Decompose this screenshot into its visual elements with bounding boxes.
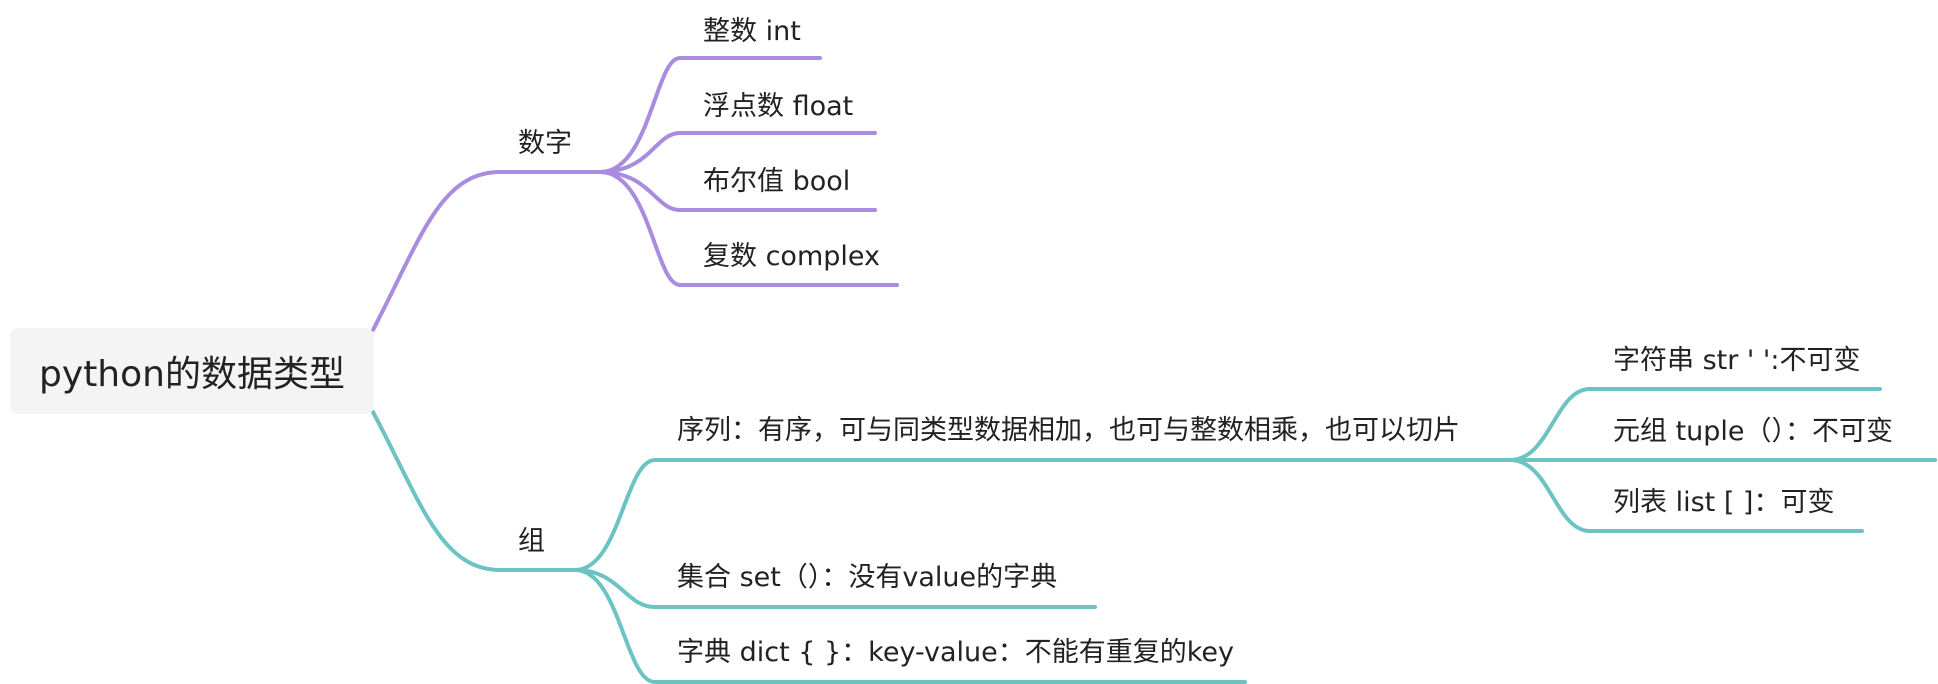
groups-to-set-line (573, 568, 1097, 609)
numbers-to-bool-line (598, 170, 877, 212)
node-list[interactable]: 列表 list [ ]：可变 (1613, 487, 1835, 518)
groups-to-dict-line (573, 568, 1247, 684)
groups-connectors (371, 387, 1937, 684)
node-float[interactable]: 浮点数 float (703, 91, 854, 122)
numbers-to-int-line (598, 56, 822, 174)
root-topic[interactable]: python的数据类型 (10, 328, 374, 414)
root-to-numbers-line (371, 170, 602, 332)
node-tuple[interactable]: 元组 tuple（）：不可变 (1613, 416, 1894, 447)
root-to-groups-line (371, 410, 577, 572)
node-complex[interactable]: 复数 complex (703, 241, 881, 272)
groups-to-sequence-line (573, 458, 1512, 572)
numbers-connectors (371, 56, 899, 332)
sequence-to-list-line (1508, 458, 1864, 533)
node-int[interactable]: 整数 int (703, 16, 801, 47)
node-dict[interactable]: 字典 dict { }：key-value：不能有重复的key (677, 637, 1234, 668)
node-sequence[interactable]: 序列：有序，可与同类型数据相加，也可与整数相乘，也可以切片 (677, 415, 1460, 446)
numbers-to-complex-line (598, 170, 899, 287)
node-str[interactable]: 字符串 str ' ':不可变 (1613, 345, 1861, 376)
numbers-to-float-line (598, 131, 877, 174)
branch-numbers[interactable]: 数字 (518, 128, 572, 159)
node-set[interactable]: 集合 set（）：没有value的字典 (677, 562, 1058, 593)
root-topic-label: python的数据类型 (39, 354, 345, 395)
branch-groups[interactable]: 组 (518, 526, 545, 557)
sequence-to-str-line (1508, 387, 1882, 462)
node-bool[interactable]: 布尔值 bool (703, 166, 851, 197)
